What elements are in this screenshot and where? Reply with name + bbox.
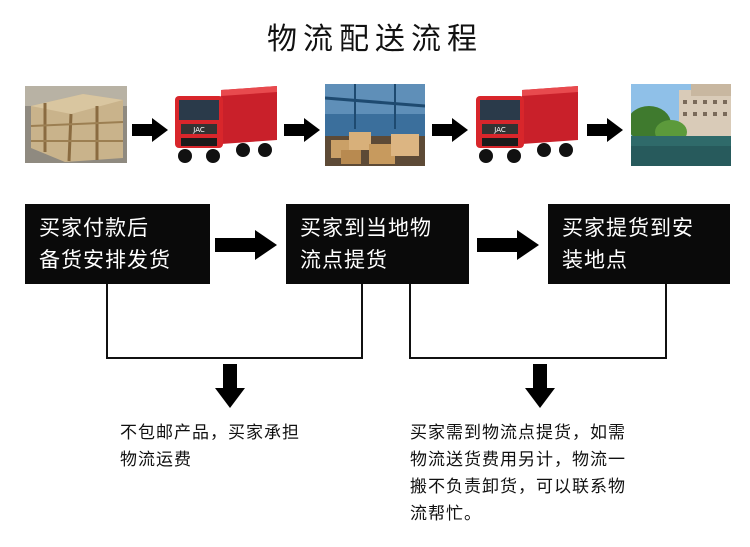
arrow-right-icon [587,118,623,142]
connector-line [409,357,667,359]
photo-red-truck: JAC [474,84,580,166]
arrow-right-icon [215,230,277,260]
truck-cab-text: JAC [493,126,506,134]
arrow-right-icon [477,230,539,260]
arrow-down-icon [525,364,555,408]
step-1-line-2: 备货安排发货 [39,248,171,272]
arrow-right-icon [284,118,320,142]
step-1-box: 买家付款后 备货安排发货 [25,204,210,284]
arrow-right-icon [132,118,168,142]
step-1-line-1: 买家付款后 [39,216,149,240]
note-pickup-info: 买家需到物流点提货，如需 物流送货费用另计，物流一 搬不负责卸货，可以联系物 流… [410,420,626,528]
note-shipping-cost: 不包邮产品，买家承担 物流运费 [120,420,300,474]
note-2-line-3: 搬不负责卸货，可以联系物 [410,477,626,497]
page-title: 物流配送流程 [267,22,483,57]
step-3-box: 买家提货到安 装地点 [548,204,730,284]
photo-red-truck: JAC [173,84,279,166]
connector-line [361,284,363,359]
step-3-line-2: 装地点 [562,248,628,272]
step-2-box: 买家到当地物 流点提货 [286,204,469,284]
note-2-line-2: 物流送货费用另计，物流一 [410,450,626,470]
connector-line [409,284,411,359]
connector-line [106,357,363,359]
connector-line [665,284,667,359]
photo-wooden-crates [25,86,127,163]
note-2-line-1: 买家需到物流点提货，如需 [410,423,626,443]
arrow-right-icon [432,118,468,142]
step-2-line-2: 流点提货 [300,248,388,272]
connector-line [106,284,108,359]
step-3-line-1: 买家提货到安 [562,216,694,240]
note-1-line-2: 物流运费 [120,450,192,470]
note-1-line-1: 不包邮产品，买家承担 [120,423,300,443]
truck-cab-text: JAC [192,126,205,134]
note-2-line-4: 流帮忙。 [410,504,482,524]
step-2-line-1: 买家到当地物 [300,216,432,240]
photo-warehouse [325,84,425,166]
arrow-down-icon [215,364,245,408]
photo-residential-area [631,84,731,166]
